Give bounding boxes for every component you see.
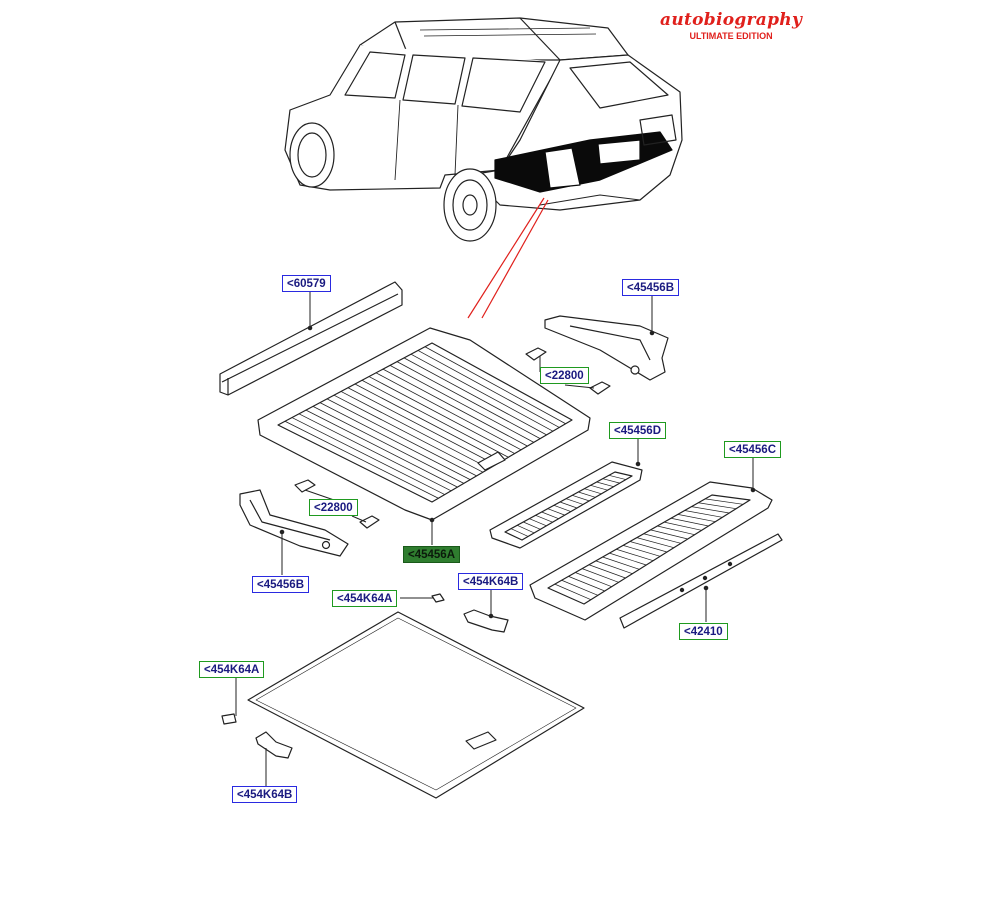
- part-45456B-bracket-left[interactable]: [239, 489, 349, 557]
- floor-tray-ribs: [284, 346, 566, 499]
- part-45456B-bracket-right[interactable]: [544, 315, 669, 381]
- callout-454K64A-mid[interactable]: <454K64A: [332, 590, 398, 607]
- panel-ribs: [510, 474, 626, 537]
- callout-60579[interactable]: <60579: [282, 275, 331, 292]
- brand-script: autobiography: [660, 10, 803, 30]
- callout-45456D[interactable]: <45456D: [609, 422, 666, 439]
- panel-ribs: [554, 498, 744, 600]
- callout-45456B-top[interactable]: <45456B: [622, 279, 679, 296]
- callout-454K64B-mid[interactable]: <454K64B: [458, 573, 524, 590]
- callout-45456C[interactable]: <45456C: [724, 441, 781, 458]
- part-454K64A-left[interactable]: [221, 713, 237, 725]
- part-454K64B-bottom[interactable]: [255, 731, 293, 759]
- callout-454K64A-left[interactable]: <454K64A: [199, 661, 265, 678]
- part-22800-clip-mid[interactable]: [294, 479, 380, 529]
- part-454K64B-mid[interactable]: [463, 609, 509, 633]
- floor-tray-latch: [477, 451, 506, 471]
- brand-subtitle: ULTIMATE EDITION: [689, 31, 773, 41]
- callout-22800-mid[interactable]: <22800: [309, 499, 358, 516]
- brand-logo: autobiography ULTIMATE EDITION: [660, 10, 802, 41]
- vehicle-illustration: [284, 17, 683, 242]
- callout-45456B-left[interactable]: <45456B: [252, 576, 309, 593]
- callout-22800-top[interactable]: <22800: [540, 367, 589, 384]
- callout-454K64B-bottom[interactable]: <454K64B: [232, 786, 298, 803]
- callout-45456A[interactable]: <45456A: [403, 546, 460, 563]
- part-22800-clip-top[interactable]: [525, 347, 611, 395]
- part-60579-rail[interactable]: [219, 281, 403, 396]
- pointer-line: [481, 199, 549, 319]
- part-load-space-mat[interactable]: [247, 611, 585, 799]
- part-42410-strip[interactable]: [619, 533, 783, 629]
- callout-42410[interactable]: <42410: [679, 623, 728, 640]
- part-454K64A-mid[interactable]: [431, 593, 445, 603]
- pointer-line: [467, 197, 545, 319]
- leader-lines: [235, 292, 756, 786]
